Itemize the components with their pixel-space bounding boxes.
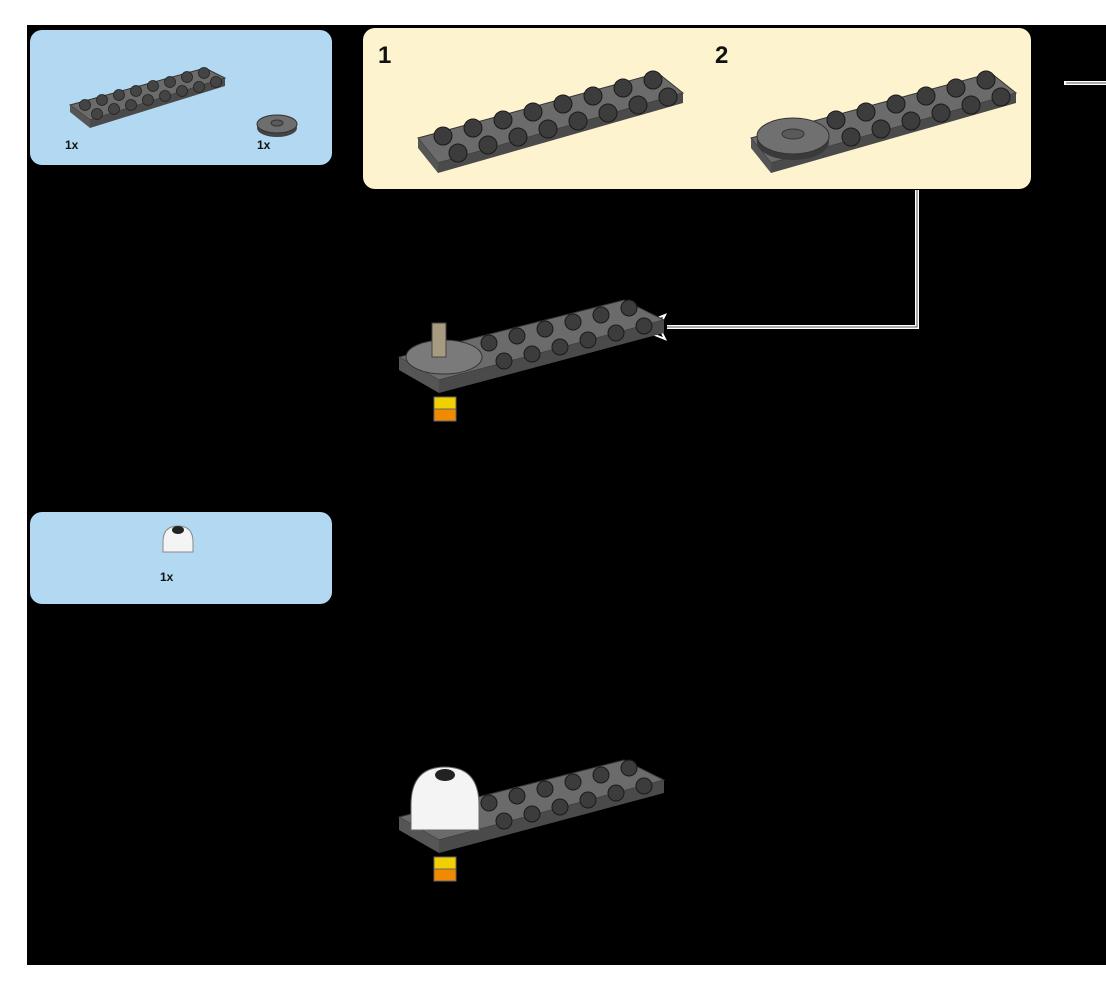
assembly-step-1-image [397, 299, 666, 422]
part-quantity: 1x [257, 138, 271, 152]
substep-number-1: 1 [378, 42, 392, 69]
substep-number-2: 2 [715, 42, 729, 69]
instruction-page: 1x 1x 1 2 [27, 25, 1106, 965]
plate-with-round-tile-icon [750, 70, 1018, 173]
substeps-panel: 1 2 [363, 28, 1031, 189]
round-tile-icon [256, 114, 298, 137]
parts-list-panel-2: 1x [30, 512, 332, 604]
part-quantity: 1x [160, 570, 174, 584]
assembly-step-2-image [397, 759, 666, 882]
parts-list-panel-1: 1x 1x [30, 30, 332, 165]
technic-plate-icon [68, 67, 227, 128]
white-dome-icon [162, 525, 194, 553]
part-quantity: 1x [65, 138, 79, 152]
plate-2x8-icon [417, 70, 685, 173]
